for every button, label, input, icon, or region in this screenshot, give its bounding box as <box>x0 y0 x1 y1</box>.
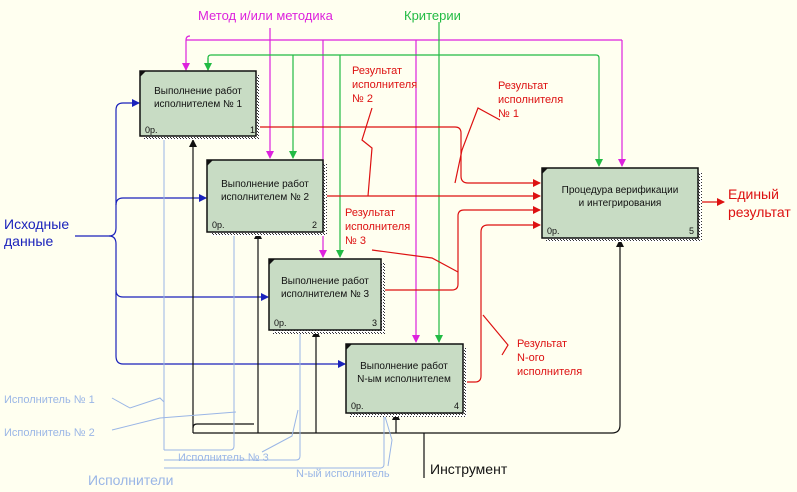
box-2-line2: исполнителем № 2 <box>221 192 310 203</box>
result-2-line1: Результат <box>352 65 402 77</box>
result-2-line2: исполнителя <box>352 79 417 91</box>
input-arrows <box>75 99 346 368</box>
box-2-num: 2 <box>312 220 317 230</box>
performer-2-label: Исполнитель № 2 <box>4 427 95 439</box>
performer-3-label: Исполнитель № 3 <box>178 452 269 464</box>
box-3-op: 0р. <box>274 318 287 328</box>
result-arrows <box>256 107 725 383</box>
result-3-line3: № 3 <box>345 235 366 247</box>
result-1-line3: № 1 <box>498 108 519 120</box>
box-4-num: 4 <box>454 401 459 411</box>
criteria-arrows <box>204 22 603 343</box>
box-3-num: 3 <box>372 318 377 328</box>
output-label-line1: Единый <box>728 186 779 202</box>
result-1-line2: исполнителя <box>498 94 563 106</box>
method-arrows <box>182 28 626 343</box>
tool-label: Инструмент <box>430 461 508 477</box>
result-n-line1: Результат <box>517 338 567 350</box>
performer-lines <box>111 140 393 469</box>
box-5-line2: и интегрирования <box>579 198 662 209</box>
box-1: Выполнение работ исполнителем № 1 0р. 1 <box>139 70 260 140</box>
result-3-line1: Результат <box>345 207 395 219</box>
input-label-line1: Исходные <box>4 216 69 232</box>
box-5: Процедура верификации и интегрирования 0… <box>541 167 702 242</box>
box-2-line1: Выполнение работ <box>221 178 309 190</box>
result-n-line3: исполнителя <box>517 366 582 378</box>
mechanism-arrows <box>189 139 624 478</box>
performer-n-label: N-ый исполнитель <box>296 468 390 480</box>
result-2-line3: № 2 <box>352 93 373 105</box>
box-3-line1: Выполнение работ <box>281 275 369 287</box>
box-4-op: 0р. <box>351 401 364 411</box>
box-1-line1: Выполнение работ <box>154 85 242 97</box>
method-label: Метод и/или методика <box>198 8 334 23</box>
box-4-line1: Выполнение работ <box>360 360 448 372</box>
box-2-op: 0р. <box>212 220 225 230</box>
input-label-line2: данные <box>4 233 53 249</box>
box-2: Выполнение работ исполнителем № 2 0р. 2 <box>206 159 327 236</box>
result-3-line2: исполнителя <box>345 221 410 233</box>
performer-1-label: Исполнитель № 1 <box>4 394 95 406</box>
result-1-line1: Результат <box>498 80 548 92</box>
box-5-op: 0р. <box>547 226 560 236</box>
box-3-line2: исполнителем № 3 <box>281 289 370 300</box>
box-1-line2: исполнителем № 1 <box>154 99 243 110</box>
box-5-line1: Процедура верификации <box>562 184 679 196</box>
box-4-line2: N-ым исполнителем <box>357 374 451 385</box>
result-n-line2: N-ого <box>517 352 545 364</box>
output-label-line2: результат <box>728 204 791 220</box>
criteria-label: Критерии <box>404 8 461 23</box>
box-4: Выполнение работ N-ым исполнителем 0р. 4 <box>345 343 467 417</box>
performers-label: Исполнители <box>88 472 173 488</box>
box-1-op: 0р. <box>145 125 158 135</box>
box-3: Выполнение работ исполнителем № 3 0р. 3 <box>268 258 385 334</box>
box-5-num: 5 <box>689 226 694 236</box>
box-1-num: 1 <box>250 125 255 135</box>
